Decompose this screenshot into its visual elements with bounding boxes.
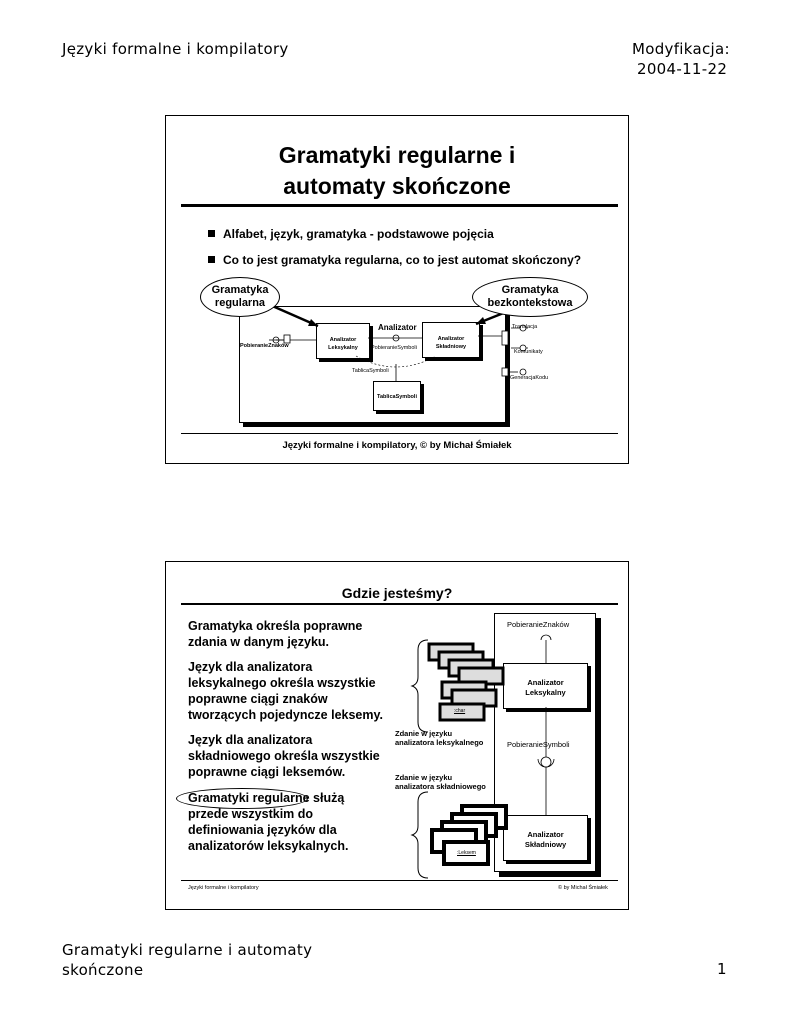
char-object-label: :char — [454, 708, 465, 714]
page-header-title: Języki formalne i kompilatory — [62, 40, 289, 58]
footer-rule — [181, 433, 618, 434]
generacja-kodu-label: GeneracjaKodu — [510, 375, 548, 381]
oval-left-line1: Gramatyka — [201, 284, 279, 297]
page-number: 1 — [717, 960, 727, 978]
slide-2-footer-rule — [181, 880, 618, 881]
oval-left-line2: regularna — [201, 297, 279, 310]
zdanie-lex-line2: analizatora leksykalnego — [395, 738, 483, 747]
zdanie-lex-label: Zdanie w języku analizatora leksykalnego — [395, 729, 483, 747]
tablica-symboli-iface-label: TablicaSymboli — [352, 368, 389, 374]
slide-2: Gdzie jesteśmy? Gramatyka określa popraw… — [165, 561, 629, 910]
oval-cf-grammar: Gramatyka bezkontekstowa — [472, 277, 588, 317]
oval-right-line1: Gramatyka — [473, 284, 587, 297]
pobieranie-znakow-label: PobieranieZnaków — [240, 343, 289, 349]
modification-label: Modyfikacja: — [632, 40, 730, 58]
leksem-object-label: :Leksem — [457, 850, 476, 856]
page-footer-title: Gramatyki regularne i automaty skończone — [62, 940, 312, 980]
modification-date: 2004-11-22 — [637, 60, 727, 78]
slide-1-footer: Języki formalne i kompilatory, © by Mich… — [166, 440, 628, 451]
zdanie-syn-line1: Zdanie w języku — [395, 773, 486, 782]
zdanie-lex-line1: Zdanie w języku — [395, 729, 483, 738]
zdanie-syn-label: Zdanie w języku analizatora składniowego — [395, 773, 486, 791]
oval-regular-grammar: Gramatyka regularna — [200, 277, 280, 317]
slide-1: Gramatyki regularne i automaty skończone… — [165, 115, 629, 464]
oval-cf-text: Gramatyka bezkontekstowa — [473, 278, 587, 310]
translacja-label: Translacja — [512, 324, 537, 330]
slide-2-footer-right: © by Michał Śmiałek — [558, 885, 608, 891]
komunikaty-label: Komunikaty — [514, 349, 543, 355]
slide-2-footer-left: Języki formalne i kompilatory — [188, 885, 259, 891]
oval-right-line2: bezkontekstowa — [473, 297, 587, 310]
zdanie-syn-line2: analizatora składniowego — [395, 782, 486, 791]
page-footer-line2: skończone — [62, 960, 312, 980]
oval-regular-text: Gramatyka regularna — [201, 278, 279, 310]
page-footer-line1: Gramatyki regularne i automaty — [62, 940, 312, 960]
pobieranie-symboli-label: PobieranieSymboli — [371, 345, 417, 351]
